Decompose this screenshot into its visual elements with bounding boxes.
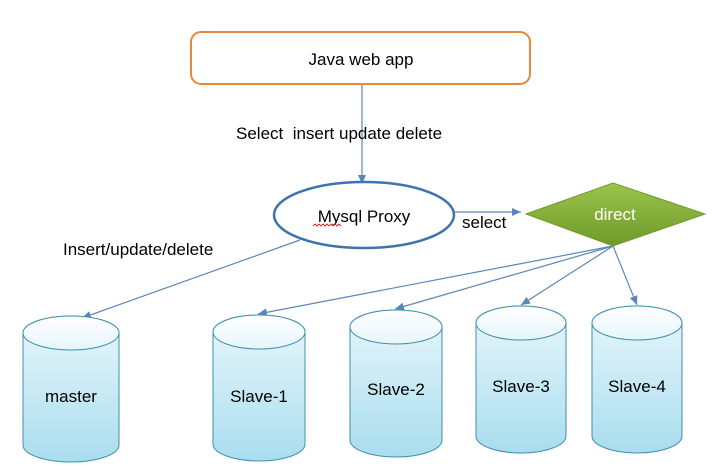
- arrow-direct-to-slave4: [612, 245, 638, 306]
- master-db-cylinder: master: [22, 315, 120, 463]
- slave3-db-label: Slave-3: [492, 377, 550, 396]
- connectors: [81, 84, 638, 319]
- slave2-db-label: Slave-2: [367, 380, 425, 399]
- slave1-db-cylinder: Slave-1: [212, 314, 306, 462]
- master-db-label: master: [45, 387, 97, 406]
- slave1-db-label: Slave-1: [230, 387, 288, 406]
- direct-diamond: [524, 182, 707, 247]
- edge-label-app-to-proxy: Select insert update delete: [236, 124, 442, 143]
- arrow-proxy-to-master: [81, 239, 301, 319]
- mysql-proxy-ellipse: [272, 180, 456, 250]
- java-web-app-node: Java web app: [190, 31, 531, 85]
- direct-label: direct: [594, 205, 636, 224]
- edge-label-select: select: [462, 213, 507, 232]
- arrow-direct-to-slave3: [520, 245, 614, 306]
- mysql-proxy-label: Mysql Proxy: [318, 207, 411, 226]
- master-db-top: [22, 315, 120, 351]
- direct-node: direct: [524, 182, 707, 247]
- slave2-db-top: [349, 309, 443, 345]
- edge-label-master-writes: Insert/update/delete: [63, 240, 213, 259]
- slave3-db-cylinder: Slave-3: [475, 305, 567, 454]
- slave1-db-top: [212, 314, 306, 350]
- slave4-db-top: [591, 305, 683, 341]
- slave4-db-label: Slave-4: [608, 377, 666, 396]
- slave2-db-cylinder: Slave-2: [349, 309, 443, 458]
- arrow-direct-to-slave2: [394, 245, 614, 311]
- java-web-app-box: [190, 31, 531, 85]
- spellcheck-underline: [312, 223, 342, 227]
- java-web-app-label: Java web app: [309, 50, 414, 69]
- slave3-db-top: [475, 305, 567, 341]
- mysql-proxy-node: Mysql Proxy: [272, 180, 456, 250]
- arrow-direct-to-slave1: [257, 245, 614, 317]
- slave4-db-cylinder: Slave-4: [591, 305, 683, 454]
